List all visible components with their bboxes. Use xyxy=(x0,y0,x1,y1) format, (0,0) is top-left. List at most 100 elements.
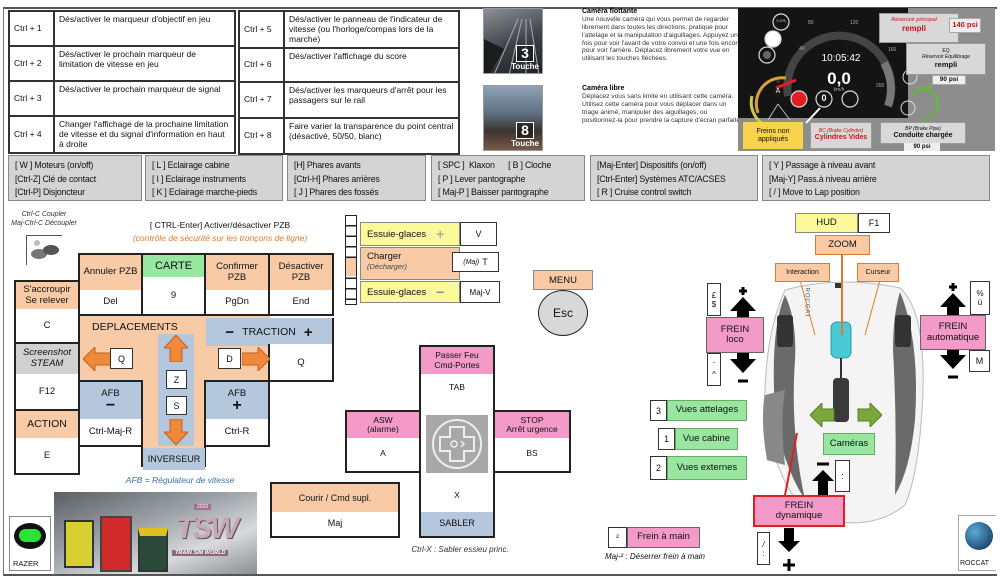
key-label: AFB xyxy=(227,388,247,400)
move-left-key[interactable]: Q xyxy=(110,348,133,369)
hud-key[interactable]: F1 xyxy=(858,213,890,233)
courir-key[interactable]: Courir / Cmd supl. Maj xyxy=(270,482,400,538)
shortcut-key: Ctrl + 2 xyxy=(8,45,55,82)
key-line: [Ctrl-Enter] Systèmes ATC/ACSES xyxy=(597,173,726,184)
view-key[interactable]: 3 xyxy=(650,400,667,421)
key-label: AFB xyxy=(101,388,120,400)
key-group-systems: [Maj-Enter] Dispositifs (on/off) [Ctrl-En… xyxy=(590,155,758,201)
razer-logo[interactable]: RAZER xyxy=(9,516,51,571)
bs-key[interactable]: BS xyxy=(526,448,538,459)
move-forward-key[interactable]: Z xyxy=(166,370,187,389)
inverseur-label: INVERSEUR xyxy=(143,448,205,470)
view-label: Vues attelages xyxy=(667,400,747,421)
wiper-minus-key[interactable]: Maj-V xyxy=(460,281,500,303)
shortcut-desc: Changer l'affichage de la prochaine limi… xyxy=(53,115,236,154)
hud-counter: 0 xyxy=(821,93,827,104)
shortcut-key: Ctrl + 4 xyxy=(8,115,55,154)
frein-loco-up-key[interactable]: £$ xyxy=(707,283,721,316)
speed-gauge xyxy=(749,13,939,130)
tab-key[interactable]: TAB xyxy=(449,382,465,393)
zoom-label: ZOOM xyxy=(815,235,870,255)
key-label: Courir / Cmd supl. xyxy=(272,484,398,512)
razer-label: RAZER xyxy=(13,559,39,568)
shortcut-key: Ctrl + 6 xyxy=(238,46,285,83)
key-line: [Maj-Enter] Dispositifs (on/off) xyxy=(597,160,707,170)
wiper-plus-key[interactable]: V xyxy=(460,222,497,246)
key-line: [ / ] Move to Lap position xyxy=(769,187,860,197)
key-line: [Ctrl-P] Disjoncteur xyxy=(15,187,85,197)
shortcut-desc: Dés/activer le panneau de l'indicateur d… xyxy=(283,10,460,49)
pzb-shortcut: [ CTRL-Enter] Activer/désactiver PZB xyxy=(149,220,291,230)
move-right-key[interactable]: D xyxy=(218,348,241,369)
label-line: dynamique xyxy=(775,510,823,521)
roccat-icon xyxy=(965,522,993,550)
afb-plus-key[interactable]: AFB+Ctrl-R xyxy=(204,380,270,447)
view-key[interactable]: 1 xyxy=(658,428,675,450)
view-key[interactable]: 2 xyxy=(650,456,667,480)
key-label: Annuler PZB xyxy=(80,255,141,290)
asw-key[interactable]: A xyxy=(380,448,386,459)
key-line: [ L ] Eclairage cabine xyxy=(152,160,230,170)
label-line: Passer Feu xyxy=(435,350,479,361)
key-code: $ xyxy=(711,299,717,309)
callout-state: rempli xyxy=(901,24,926,33)
label-line: (alarme) xyxy=(367,424,399,434)
roccat-logo[interactable]: ROCCAT xyxy=(958,515,996,571)
key-line: [ I ] Eclairage instruments xyxy=(152,173,246,184)
esc-key[interactable]: Esc xyxy=(538,290,588,336)
hud-speed-unit: km/h xyxy=(833,87,845,93)
shortcut-key: Ctrl + 3 xyxy=(8,80,55,117)
move-back-key[interactable]: S xyxy=(166,396,187,415)
frein-auto-up-key[interactable]: %ù xyxy=(970,281,990,315)
gauge-tick: 160 xyxy=(888,47,897,53)
frein-main-key[interactable]: ² xyxy=(608,527,627,548)
deplacements-label: DEPLACEMENTS xyxy=(92,321,178,333)
key-line: [ J ] Phares des fossés xyxy=(294,187,379,197)
traction-label: −TRACTION+ xyxy=(206,318,334,346)
traction-text: TRACTION xyxy=(242,326,296,338)
frein-loco-down-key[interactable]: ¨^ xyxy=(707,353,721,386)
mouse-leader-lines xyxy=(784,255,881,496)
modifier: (Maj) xyxy=(463,258,480,266)
key-label: Screenshot xyxy=(22,347,72,359)
sabler-key[interactable]: X xyxy=(454,490,460,501)
frein-dyn-minus-key[interactable]: : xyxy=(835,460,850,492)
callout-label: Réservoir principal xyxy=(891,17,937,23)
label-line: ASW xyxy=(373,414,393,425)
traction-key[interactable]: Q xyxy=(268,344,334,382)
afb-minus-key[interactable]: AFB−Ctrl-Maj-R xyxy=(78,380,143,447)
frein-dyn-plus-key[interactable]: /: xyxy=(757,532,770,565)
tsw-year: 2020 xyxy=(194,504,212,510)
key-code: Maj xyxy=(327,518,343,528)
key-label: Confirmer PZB xyxy=(206,255,268,290)
arrow-up-icon xyxy=(164,335,188,362)
coupler-icon xyxy=(26,235,62,265)
frein-auto-down-key[interactable]: M xyxy=(969,350,990,372)
key-label: Désactiver PZB xyxy=(270,255,332,290)
key-code: £ xyxy=(711,290,717,300)
charger-key[interactable]: (Maj)T xyxy=(452,252,499,272)
hud-clock: 10:05:42 xyxy=(821,53,861,64)
tsw-logo: TSW xyxy=(176,512,239,545)
coupler-line: Ctrl-C Coupler xyxy=(21,211,67,218)
dpad-icon xyxy=(426,415,488,473)
train-yellow xyxy=(64,520,94,568)
